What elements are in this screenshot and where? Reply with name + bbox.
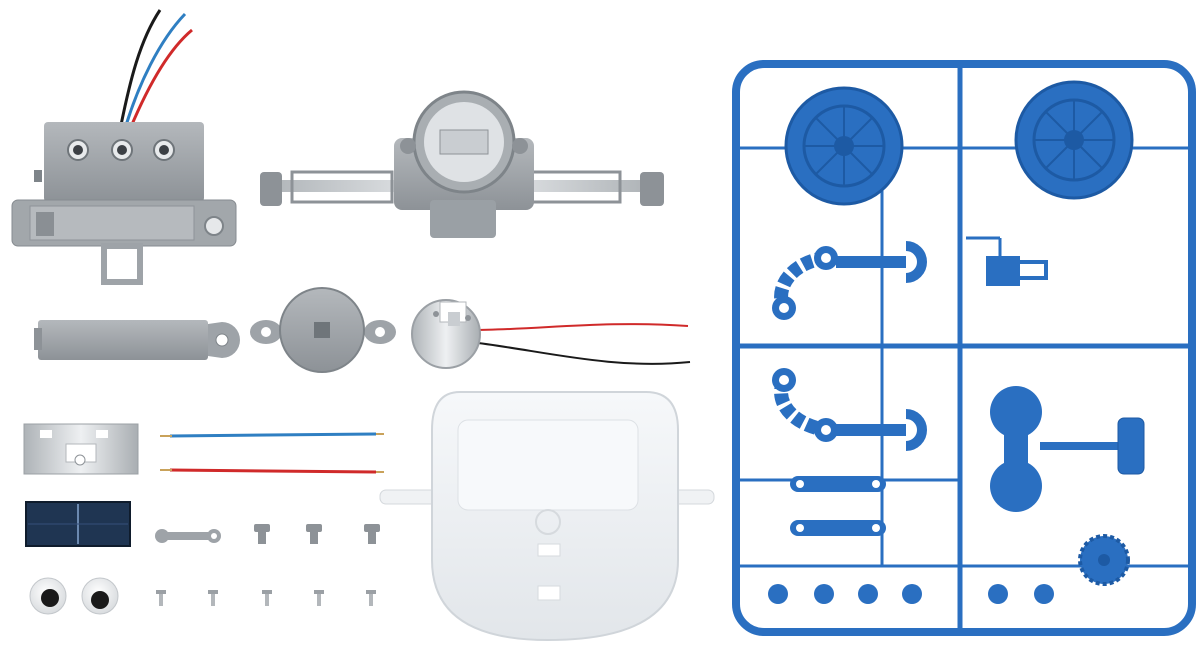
battery-cover-icon [34,320,240,360]
robot-arm-icon [772,368,927,451]
link-bar-icon [790,520,886,536]
gearbox-axle-icon [260,90,664,238]
screw-icon [366,590,376,606]
clip-icon [966,236,1048,286]
peg-row [768,584,1054,604]
wheel-icon [1014,80,1134,200]
screw-icon [262,590,272,606]
small-gear-icon [1078,534,1130,586]
crank-link-icon [155,529,221,543]
metal-bracket-icon [23,423,139,475]
connector-icon [990,386,1145,512]
small-screw-row [156,590,376,606]
dc-motor-icon [411,299,691,369]
googly-eye-icon [29,577,119,615]
battery-motor-box-icon [11,9,237,285]
gear-disc-icon [250,287,396,373]
screw-icon [254,524,380,544]
robot-arm-icon [772,241,927,320]
screw-icon [156,590,166,606]
screw-icon [208,590,218,606]
wheel-icon [784,86,904,206]
blue-wire-icon [160,432,384,438]
red-wire-icon [160,468,384,474]
screw-icon [314,590,324,606]
link-bar-icon [790,476,886,492]
body-shell-icon [379,391,715,642]
blue-sprue-frame-icon [732,60,1196,636]
solar-panel-icon [25,501,131,547]
